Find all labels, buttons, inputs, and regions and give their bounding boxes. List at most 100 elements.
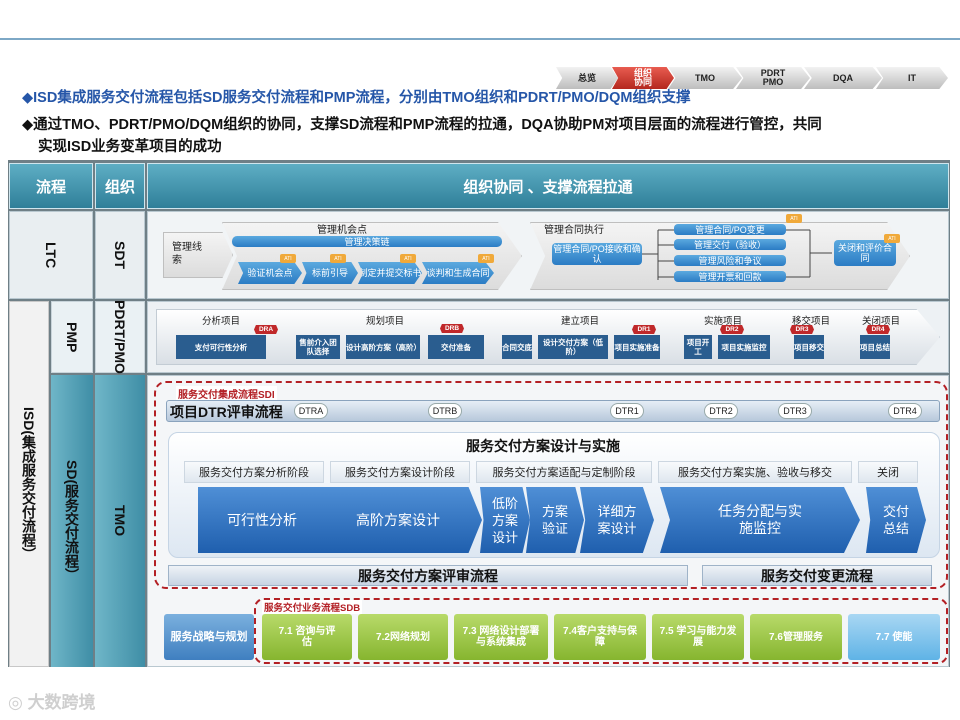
dtr-3: DTR3 (778, 403, 812, 419)
sdb-label: 服务交付业务流程SDB (262, 600, 363, 614)
sdb-7-4: 7.4客户支持与保障 (554, 614, 646, 660)
pmp-phase-3: 建立项目 (560, 316, 599, 327)
ltc-opp-label: 管理机会点 (317, 225, 367, 236)
dtr-2: DTR2 (704, 403, 738, 419)
sdi-step-high-design: 高阶方案设计 (314, 487, 482, 553)
dr-tag-dr1: DR1 (632, 325, 656, 334)
pmp-box-10: 项目移交 (794, 335, 824, 359)
watermark-logo: ◎ 大数跨境 (8, 693, 96, 712)
pmp-phase-1: 分析项目 (201, 316, 240, 327)
pmp-box-1: 支付可行性分析 (176, 335, 266, 359)
pmp-box-7: 项目实施准备 (614, 335, 660, 359)
pmp-phase-6: 关闭项目 (861, 316, 900, 327)
dtr-a: DTRA (294, 403, 328, 419)
ati-tag-5: ATI (786, 214, 802, 223)
dtr-b: DTRB (428, 403, 462, 419)
sdb-7-3: 7.3 网络设计部署与系统集成 (454, 614, 548, 660)
ltc-sub-4: 管理开票和回款 (674, 271, 786, 282)
sdb-7-5: 7.5 学习与能力发展 (652, 614, 744, 660)
sdi-phase-2: 服务交付方案设计阶段 (330, 461, 470, 483)
sdi-step-task-monitor: 任务分配与实施监控 (660, 487, 860, 553)
sdi-phase-3: 服务交付方案适配与定制阶段 (476, 461, 652, 483)
change-process: 服务交付变更流程 (702, 565, 932, 586)
sdi-step-low-design: 低阶方案设计 (480, 487, 530, 553)
pmp-box-9: 项目实施监控 (718, 335, 770, 359)
sdb-container (254, 598, 948, 664)
sdb-strategy: 服务战略与规划 (164, 614, 254, 660)
sdb-7-6: 7.6管理服务 (750, 614, 842, 660)
dtr-bar (166, 400, 940, 422)
nav-overview[interactable]: 总览 (556, 67, 618, 89)
sdi-label: 服务交付集成流程SDI (176, 386, 277, 401)
pmp-box-6: 设计交付方案（低阶） (538, 335, 608, 359)
pmp-box-11: 项目总结 (860, 335, 890, 359)
dr-tag-drb: DRB (440, 324, 464, 333)
sdi-step-verify: 方案验证 (526, 487, 584, 553)
sdi-phase-1: 服务交付方案分析阶段 (184, 461, 324, 483)
header-main: 组织协同 、支撑流程拉通 (147, 163, 949, 209)
ltc-lead-chevron (163, 232, 233, 278)
ati-tag-6: ATI (884, 234, 900, 243)
dr-tag-dr3: DR3 (790, 325, 814, 334)
header-org: 组织 (95, 163, 145, 209)
header-process: 流程 (9, 163, 93, 209)
ati-tag-1: ATI (280, 254, 296, 263)
pmp-phase-5: 移交项目 (791, 316, 830, 327)
sdi-container (154, 381, 948, 589)
ltc-close: 关闭和评价合同 (834, 240, 896, 266)
watermark-icon: ◎ (8, 693, 28, 712)
ltc-step-2: 标前引导 (302, 262, 358, 284)
ati-tag-3: ATI (400, 254, 416, 263)
row-sdt-label: SDT (95, 211, 145, 299)
sdb-7-2: 7.2网络规划 (358, 614, 448, 660)
pmp-box-3: 设计高阶方案（高阶） (346, 335, 421, 359)
row-tmo-label: TMO (95, 375, 145, 667)
pmp-box-8: 项目开工 (684, 335, 712, 359)
pmp-box-4: 交付准备 (428, 335, 484, 359)
sdi-phase-5: 关闭 (858, 461, 918, 483)
dtr-4: DTR4 (888, 403, 922, 419)
ltc-lead-label: 管理线索 (172, 242, 202, 266)
design-impl-title: 服务交付方案设计与实施 (466, 438, 620, 454)
nav-it[interactable]: IT (876, 67, 948, 89)
ltc-sub-2: 管理交付（验收） (674, 239, 786, 250)
row-pmp-label: PMP (51, 301, 93, 373)
bullet-1: ◆ISD集成服务交付流程包括SD服务交付流程和PMP流程，分别由TMO组织和PD… (22, 90, 691, 106)
nav-pdrt-pmo[interactable]: PDRT PMO (736, 67, 810, 89)
row-pdrt-label: PDRT/PMO (95, 300, 145, 374)
ltc-step-1: 验证机会点 (238, 262, 302, 284)
ati-tag-4: ATI (478, 254, 494, 263)
ati-tag-2: ATI (330, 254, 346, 263)
pmp-phase-4: 实施项目 (703, 316, 742, 327)
ltc-step-3: 制定并提交标书 (358, 262, 422, 284)
ltc-contract-step: 管理合同/PO接收和确认 (552, 243, 642, 265)
nav-tmo[interactable]: TMO (668, 67, 742, 89)
pmp-box-5: 合同交底 (502, 335, 532, 359)
sdi-phase-4: 服务交付方案实施、验收与移交 (658, 461, 852, 483)
dr-tag-dr2: DR2 (720, 325, 744, 334)
sdi-step-summary: 交付总结 (866, 487, 926, 553)
pmp-phase-2: 规划项目 (365, 316, 404, 327)
dtr-1: DTR1 (610, 403, 644, 419)
sdb-7-1: 7.1 咨询与评估 (262, 614, 352, 660)
ltc-sub-1: 管理合同/PO变更 (674, 224, 786, 235)
row-isd-label: ISD(集成服务交付流程） (9, 301, 49, 667)
review-process: 服务交付方案评审流程 (168, 565, 688, 586)
bullet-2-line1: ◆通过TMO、PDRT/PMO/DQM组织的协同，支撑SD流程和PMP流程的拉通… (22, 117, 822, 133)
sdi-step-detail-design: 详细方案设计 (580, 487, 654, 553)
dtr-title: 项目DTR评审流程 (170, 404, 283, 420)
ltc-connector-lines (642, 229, 832, 280)
top-divider (0, 38, 960, 40)
dr-tag-dr4: DR4 (866, 325, 890, 334)
ltc-decision-bar: 管理决策链 (232, 236, 502, 247)
ltc-step-4: 谈判和生成合同 (422, 262, 494, 284)
nav-dqa[interactable]: DQA (804, 67, 882, 89)
bullet-2-line2: 实现ISD业务变革项目的成功 (38, 139, 222, 155)
row-ltc-label: LTC (9, 211, 93, 299)
row-sd-label: SD(服务交付流程） (51, 375, 93, 667)
dr-tag-dra: DRA (254, 325, 278, 334)
ltc-sub-3: 管理风险和争议 (674, 255, 786, 266)
nav-org-collab[interactable]: 组织 协同 (612, 67, 674, 89)
pmp-box-2: 售前介入团队选择 (296, 335, 340, 359)
sdi-step-feasibility: 可行性分析 (198, 487, 326, 553)
